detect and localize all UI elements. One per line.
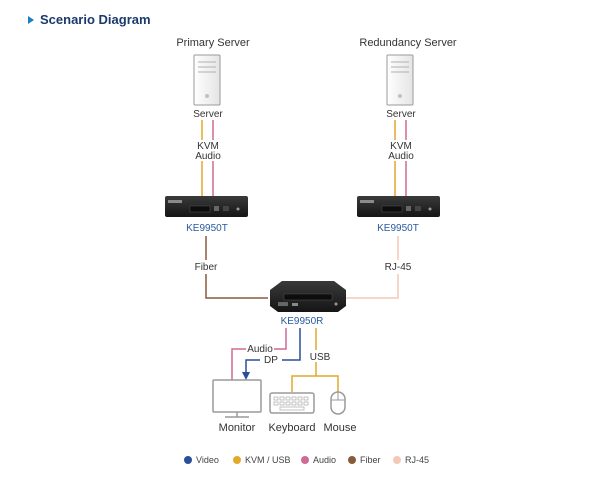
fiber-label: Fiber	[195, 262, 218, 273]
redundancy-server-icon	[386, 54, 414, 106]
dp-output-line	[242, 328, 301, 380]
redundancy-server-title: Redundancy Server	[359, 37, 457, 49]
usb-output-line	[291, 328, 339, 392]
triangle-bullet-icon	[28, 15, 34, 24]
legend-swatch-audio	[301, 456, 309, 464]
dp-out-label: DP	[264, 355, 278, 366]
redundancy-audio-label: Audio	[388, 151, 414, 162]
legend-item-video: Video	[184, 455, 219, 465]
rj45-link	[346, 236, 399, 299]
primary-server-cables	[201, 120, 214, 196]
transmitter-primary-device	[165, 196, 248, 217]
legend-swatch-rj45	[393, 456, 401, 464]
legend-swatch-kvm-usb	[233, 456, 241, 464]
legend-label-rj45: RJ-45	[405, 455, 429, 465]
transmitter-redundancy-label: KE9950T	[377, 223, 419, 234]
legend-label-fiber: Fiber	[360, 455, 381, 465]
transmitter-redundancy-device	[357, 196, 440, 217]
legend-item-rj45: RJ-45	[393, 455, 429, 465]
section-title: Scenario Diagram	[40, 12, 151, 27]
monitor-label: Monitor	[219, 422, 256, 434]
receiver-label: KE9950R	[281, 316, 324, 327]
primary-audio-label: Audio	[195, 151, 221, 162]
keyboard-icon	[269, 392, 315, 414]
redundancy-server-cables	[394, 120, 407, 196]
primary-server-title: Primary Server	[176, 37, 250, 49]
primary-server-label: Server	[193, 109, 223, 120]
redundancy-kvm-label: KVM	[390, 141, 412, 152]
legend-swatch-fiber	[348, 456, 356, 464]
legend-item-audio: Audio	[301, 455, 336, 465]
audio-out-label: Audio	[247, 344, 273, 355]
legend-label-audio: Audio	[313, 455, 336, 465]
primary-server-icon	[193, 54, 221, 106]
legend-item-fiber: Fiber	[348, 455, 381, 465]
mouse-label: Mouse	[323, 422, 356, 434]
transmitter-primary-label: KE9950T	[186, 223, 228, 234]
redundancy-server-label: Server	[386, 109, 416, 120]
legend-item-kvm-usb: KVM / USB	[233, 455, 291, 465]
keyboard-label: Keyboard	[268, 422, 315, 434]
rj45-label: RJ-45	[385, 262, 412, 273]
legend: Video KVM / USB Audio Fiber RJ-45	[184, 455, 429, 465]
legend-label-kvm-usb: KVM / USB	[245, 455, 291, 465]
receiver-device	[270, 281, 346, 312]
legend-label-video: Video	[196, 455, 219, 465]
usb-out-label: USB	[310, 352, 331, 363]
audio-output-line	[231, 328, 287, 380]
mouse-icon	[330, 391, 346, 415]
monitor-icon	[212, 379, 262, 418]
section-heading: Scenario Diagram	[28, 12, 151, 27]
primary-kvm-label: KVM	[197, 141, 219, 152]
legend-swatch-video	[184, 456, 192, 464]
fiber-link	[205, 236, 268, 299]
